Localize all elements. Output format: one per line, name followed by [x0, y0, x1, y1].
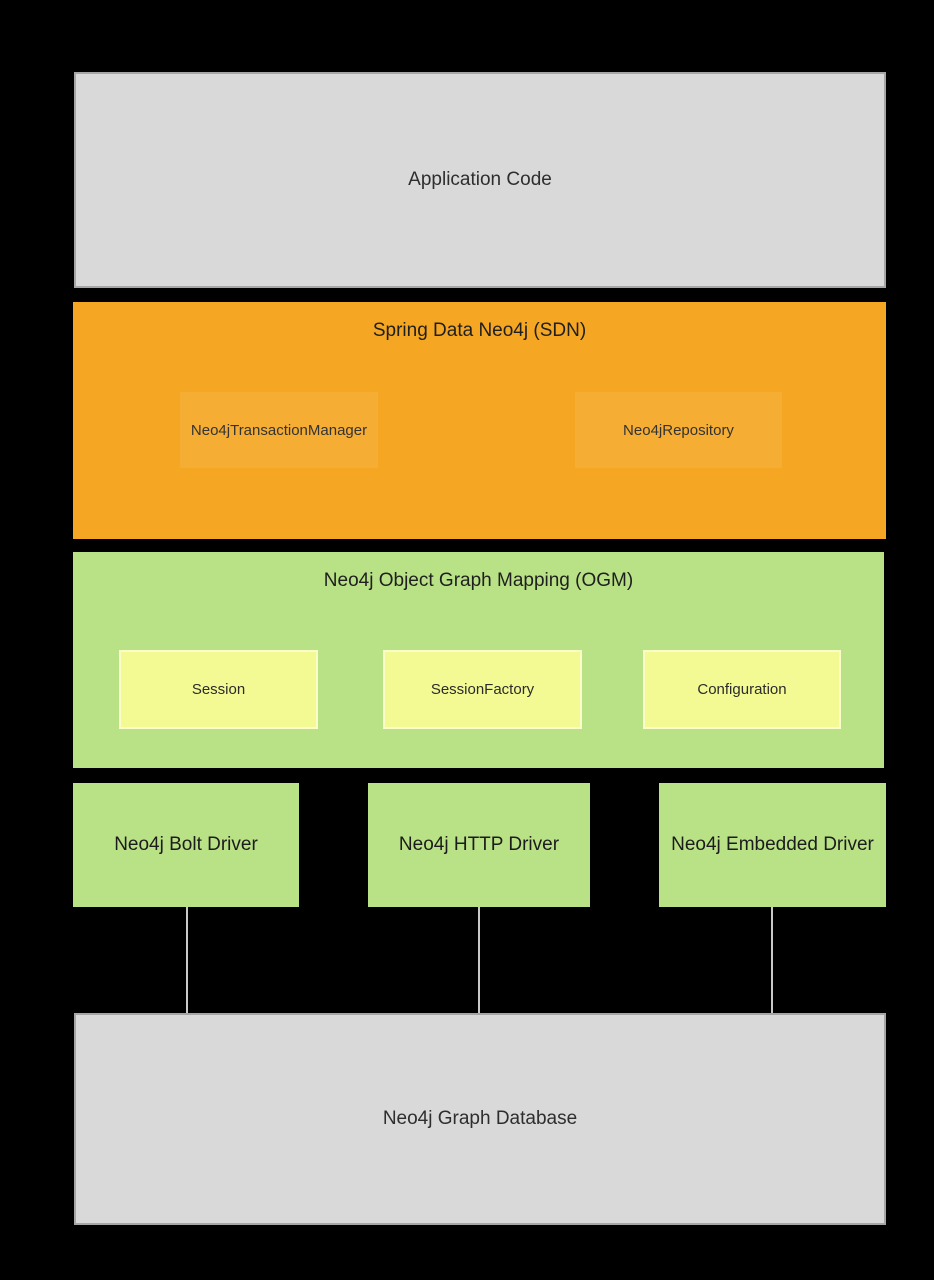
session-label: Session	[191, 681, 246, 698]
neo4j-transaction-manager-box: Neo4jTransactionManager	[180, 392, 378, 468]
neo4j-graph-database-box: Neo4j Graph Database	[74, 1013, 886, 1225]
neo4j-embedded-driver-label: Neo4j Embedded Driver	[671, 834, 874, 855]
configuration-box: Configuration	[643, 650, 841, 729]
bolt-driver-connector-line	[186, 907, 188, 1013]
session-factory-box: SessionFactory	[383, 650, 582, 729]
neo4j-bolt-driver-label: Neo4j Bolt Driver	[114, 834, 258, 855]
neo4j-repository-box: Neo4jRepository	[575, 392, 782, 468]
neo4j-http-driver-box: Neo4j HTTP Driver	[368, 783, 590, 907]
application-code-label: Application Code	[408, 169, 552, 190]
spring-data-neo4j-title: Spring Data Neo4j (SDN)	[372, 320, 587, 341]
neo4j-ogm-layer: Neo4j Object Graph Mapping (OGM) Session…	[73, 552, 884, 768]
neo4j-ogm-title: Neo4j Object Graph Mapping (OGM)	[323, 570, 634, 591]
neo4j-embedded-driver-box: Neo4j Embedded Driver	[659, 783, 886, 907]
neo4j-graph-database-label: Neo4j Graph Database	[382, 1108, 578, 1129]
spring-data-neo4j-layer: Spring Data Neo4j (SDN) Neo4jTransaction…	[73, 302, 886, 539]
session-box: Session	[119, 650, 318, 729]
neo4j-repository-label: Neo4jRepository	[623, 421, 734, 439]
http-driver-connector-line	[478, 907, 480, 1013]
session-factory-label: SessionFactory	[430, 681, 535, 698]
embedded-driver-connector-line	[771, 907, 773, 1013]
application-code-box: Application Code	[74, 72, 886, 288]
neo4j-http-driver-label: Neo4j HTTP Driver	[398, 834, 560, 855]
neo4j-transaction-manager-label: Neo4jTransactionManager	[190, 421, 368, 439]
configuration-label: Configuration	[697, 681, 787, 698]
neo4j-bolt-driver-box: Neo4j Bolt Driver	[73, 783, 299, 907]
